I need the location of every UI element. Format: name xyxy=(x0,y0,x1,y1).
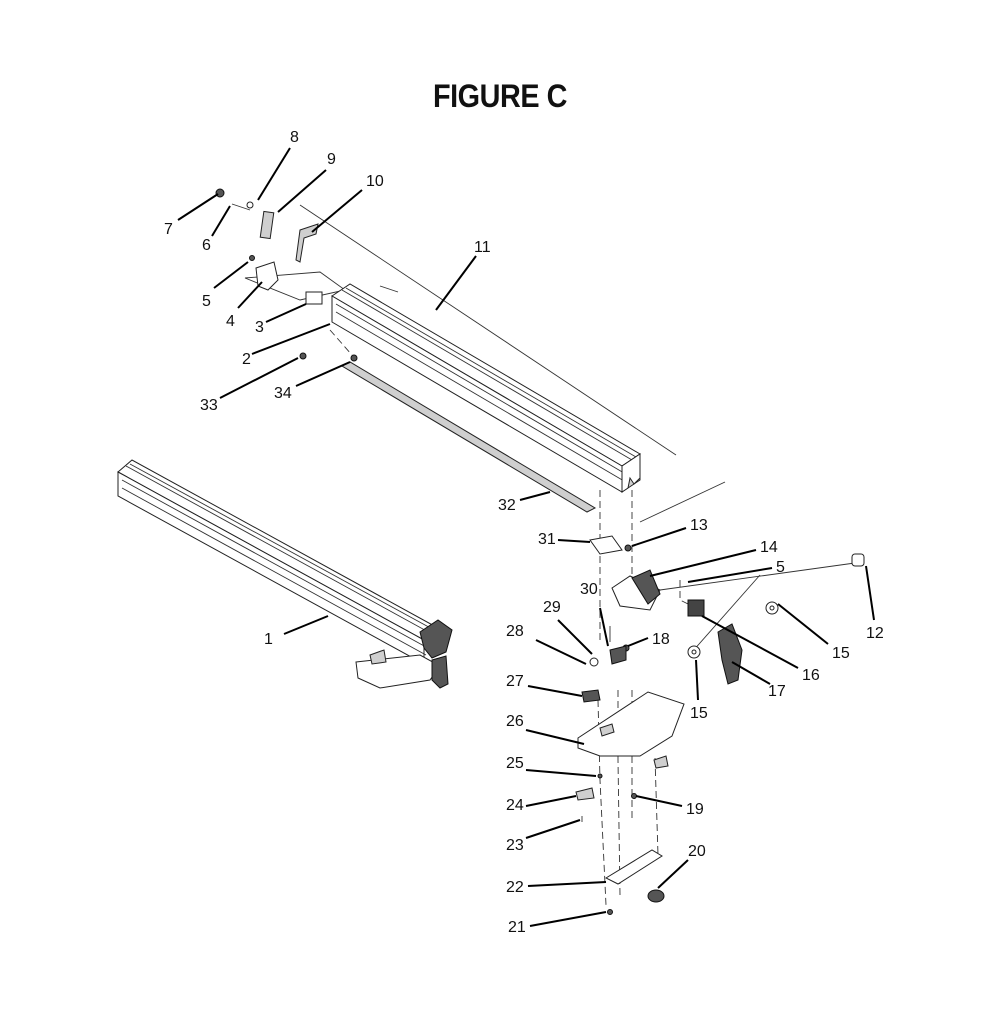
callout-31: 31 xyxy=(538,531,556,548)
callout-29: 29 xyxy=(543,599,561,616)
callout-24: 24 xyxy=(506,797,524,814)
callout-25: 25 xyxy=(506,755,524,772)
callout-20: 20 xyxy=(688,843,706,860)
callout-13: 13 xyxy=(690,517,708,534)
callout-10: 10 xyxy=(366,173,384,190)
callout-18: 18 xyxy=(652,631,670,648)
callout-30: 30 xyxy=(580,581,598,598)
callout-26: 26 xyxy=(506,713,524,730)
callout-16: 16 xyxy=(802,667,820,684)
callout-21: 21 xyxy=(508,919,526,936)
callout-6: 6 xyxy=(202,237,211,254)
callout-11: 11 xyxy=(474,239,491,256)
callout-33: 33 xyxy=(200,397,218,414)
callout-15-right: 15 xyxy=(832,645,850,662)
callout-14: 14 xyxy=(760,539,778,556)
leader-lines xyxy=(177,147,875,927)
callout-17: 17 xyxy=(768,683,786,700)
right-side-components xyxy=(575,535,865,915)
callout-32: 32 xyxy=(498,497,516,514)
callout-5-left: 5 xyxy=(202,293,211,310)
callout-34: 34 xyxy=(274,385,292,402)
callout-9: 9 xyxy=(327,151,336,168)
callout-7: 7 xyxy=(164,221,173,238)
callout-5-right: 5 xyxy=(776,559,785,576)
callout-28: 28 xyxy=(506,623,524,640)
fence-rail-upper xyxy=(331,283,641,493)
callout-15-left: 15 xyxy=(690,705,708,722)
callout-4: 4 xyxy=(226,313,235,330)
figure-title: FIGURE C xyxy=(432,78,567,114)
callout-8: 8 xyxy=(290,129,299,146)
callout-labels: 1 2 3 4 5 6 7 8 9 10 11 12 13 14 5 15 15… xyxy=(164,129,884,936)
callout-2: 2 xyxy=(242,351,251,368)
callout-1: 1 xyxy=(264,631,273,648)
callout-3: 3 xyxy=(255,319,264,336)
callout-22: 22 xyxy=(506,879,524,896)
callout-23: 23 xyxy=(506,837,524,854)
fence-rail-lower xyxy=(117,459,453,689)
callout-27: 27 xyxy=(506,673,524,690)
callout-19: 19 xyxy=(686,801,704,818)
callout-12: 12 xyxy=(866,625,884,642)
